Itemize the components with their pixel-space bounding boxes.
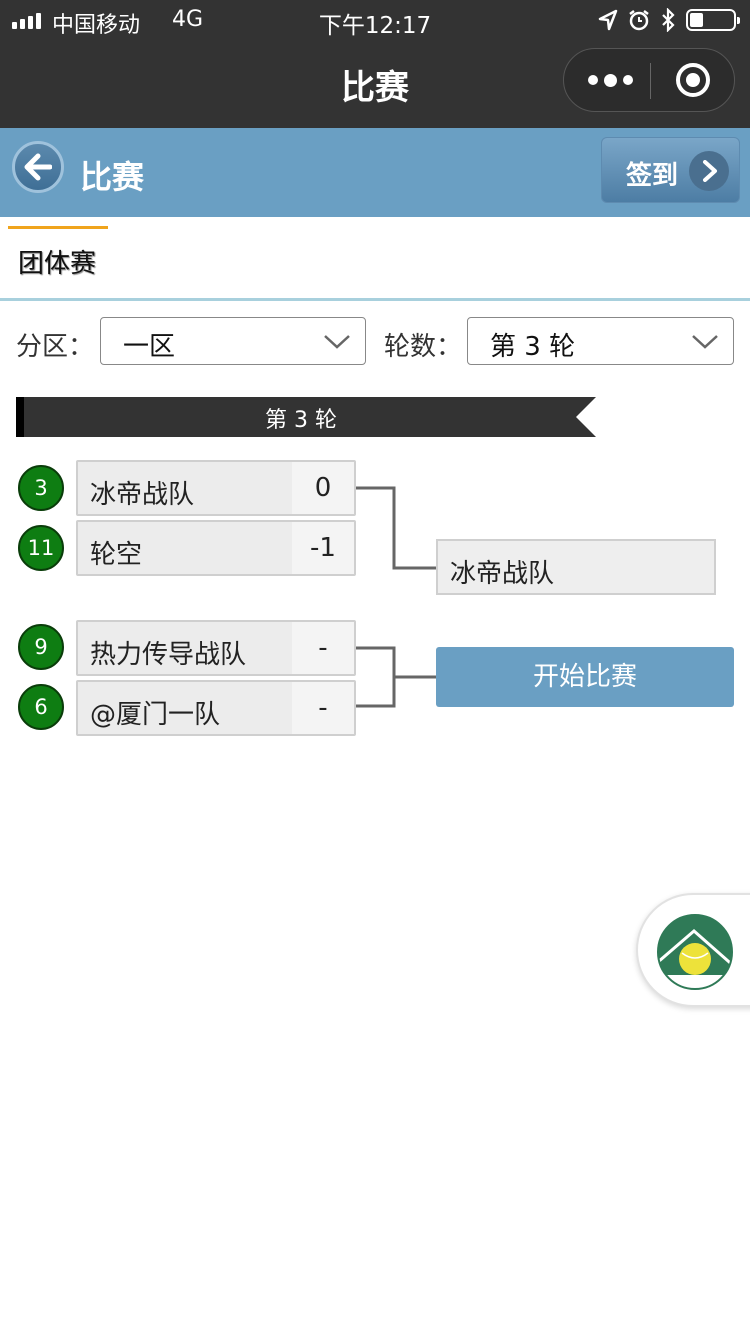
division-select[interactable]: 一区: [100, 317, 366, 365]
round-value: 第 3 轮: [490, 332, 576, 362]
team-name: @厦门一队: [90, 700, 221, 730]
round-label: 轮数：: [384, 332, 463, 362]
status-bar: 中国移动 4G 下午12:17: [0, 0, 750, 40]
team-row[interactable]: @厦门一队 -: [76, 680, 356, 736]
winner-name: 冰帝战队: [450, 559, 555, 589]
more-dots-icon[interactable]: [588, 73, 633, 87]
bracket-lines: [356, 486, 436, 708]
team-name: 冰帝战队: [90, 480, 195, 510]
team-score: -: [292, 682, 354, 734]
checkin-label: 签到: [626, 161, 679, 191]
chevron-right-icon: [703, 160, 717, 182]
team-row[interactable]: 热力传导战队 -: [76, 620, 356, 676]
tab-active-indicator: [8, 226, 108, 229]
tab-team-match[interactable]: 团体赛: [18, 249, 97, 279]
page-header: 比赛 签到: [0, 128, 750, 217]
floating-logo-button[interactable]: [636, 893, 750, 1007]
mini-program-nav-bar: 比赛: [0, 40, 750, 128]
seed-badge: 6: [18, 684, 64, 730]
division-value: 一区: [123, 332, 176, 362]
seed-badge: 3: [18, 465, 64, 511]
round-select[interactable]: 第 3 轮: [467, 317, 734, 365]
status-time: 下午12:17: [318, 13, 432, 39]
round-banner: 第 3 轮: [16, 397, 596, 437]
team-score: -: [292, 622, 354, 674]
team-row[interactable]: 轮空 -1: [76, 520, 356, 576]
location-arrow-icon: [598, 9, 618, 31]
capsule-menu: [563, 48, 735, 112]
page-title: 比赛: [80, 158, 145, 196]
bluetooth-icon: [662, 8, 675, 32]
round-banner-text: 第 3 轮: [265, 408, 337, 433]
nav-title: 比赛: [341, 68, 409, 108]
start-match-button[interactable]: 开始比赛: [436, 647, 734, 707]
checkin-button[interactable]: 签到: [601, 137, 740, 203]
tennis-court-logo-icon: [657, 914, 733, 990]
target-circle-icon[interactable]: [676, 63, 710, 97]
back-button[interactable]: [12, 141, 64, 193]
seed-badge: 11: [18, 525, 64, 571]
carrier-name: 中国移动: [52, 13, 141, 38]
team-name: 轮空: [90, 540, 143, 570]
team-row[interactable]: 冰帝战队 0: [76, 460, 356, 516]
chevron-down-icon: [692, 335, 718, 349]
network-type: 4G: [172, 7, 204, 32]
signal-icon: [12, 11, 41, 29]
arrow-left-icon: [24, 153, 52, 181]
chevron-down-icon: [324, 335, 350, 349]
team-score: -1: [292, 522, 354, 574]
battery-icon: [686, 9, 740, 31]
team-score: 0: [292, 462, 354, 514]
team-name: 热力传导战队: [90, 640, 247, 670]
match-winner-box: 冰帝战队: [436, 539, 716, 595]
seed-badge: 9: [18, 624, 64, 670]
division-label: 分区：: [16, 332, 95, 362]
tab-bar: 团体赛: [0, 217, 750, 301]
alarm-icon: [629, 10, 649, 31]
